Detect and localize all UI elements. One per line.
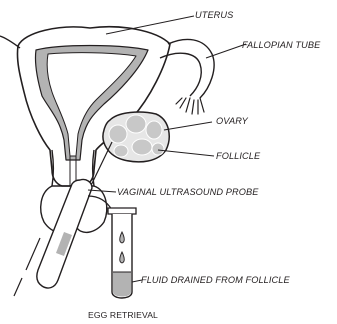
follicle [114,145,128,157]
tube-fluid [113,272,131,297]
follicle-label: FOLLICLE [216,151,261,161]
fallopian-tube-label: FALLOPIAN TUBE [242,40,321,50]
follicle [132,139,152,155]
fluid-label: FLUID DRAINED FROM FOLLICLE [141,275,290,285]
probe-cable-tail [14,278,22,296]
ovary-leader [164,122,212,130]
diagram-caption: EGG RETRIEVAL [88,310,158,320]
probe-label: VAGINAL ULTRASOUND PROBE [117,187,259,197]
follicle [109,125,127,143]
tube-cap [108,208,136,214]
ultrasound-probe [14,179,92,296]
collection-tube [108,208,136,298]
left-fallopian-tube [0,36,20,48]
ovary-label: OVARY [216,116,249,126]
follicle [146,121,162,139]
follicle [152,143,164,155]
follicle-leader [158,150,214,156]
follicle [126,115,146,133]
probe-cable [26,238,40,270]
uterus-leader [106,16,194,34]
fimbriae [176,98,204,114]
uterus-label: UTERUS [195,10,234,20]
fallopian-leader [206,44,246,58]
